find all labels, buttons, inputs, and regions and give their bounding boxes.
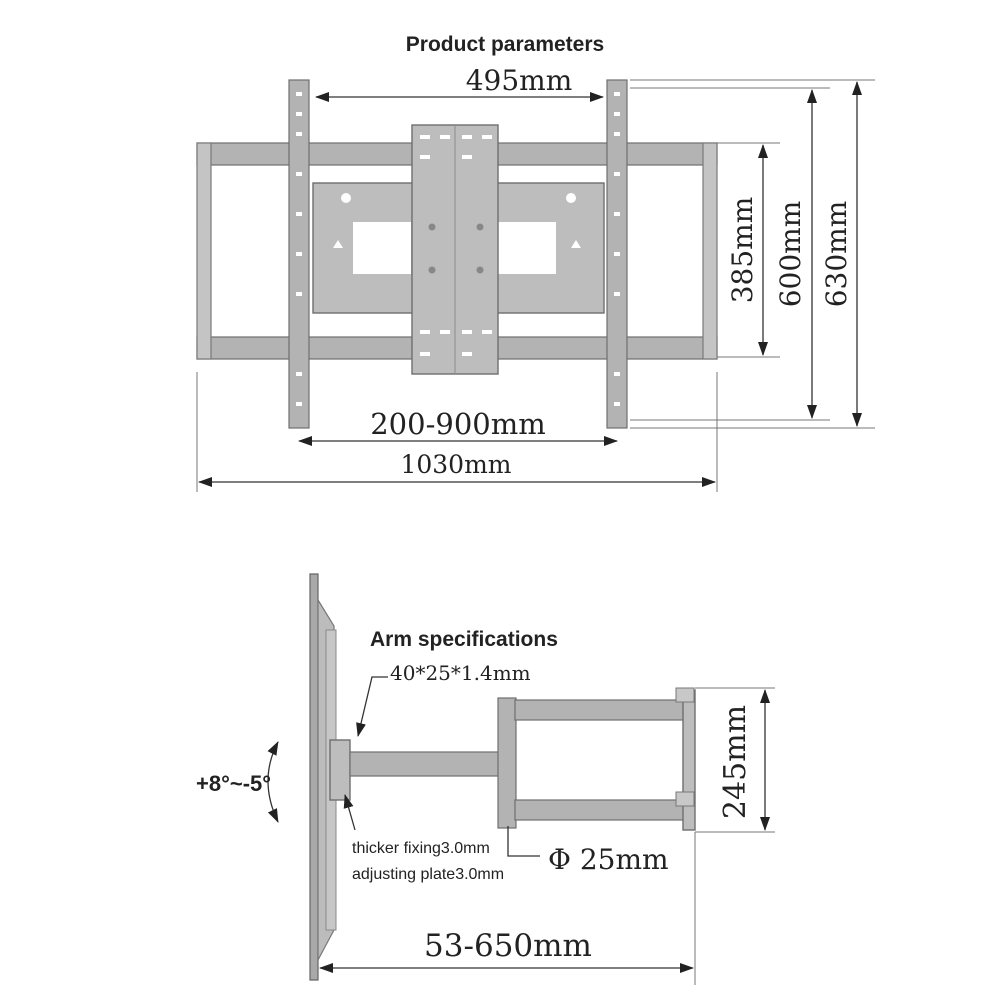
dim-label-plate-height: 385mm (726, 197, 759, 304)
top-view: Product parameters (196, 33, 875, 492)
dim-label-arm-height: 245mm (718, 705, 753, 819)
keyhole-left (341, 193, 351, 203)
tv-bracket (329, 739, 351, 801)
main-arm (349, 751, 501, 777)
arm-tube-spec: 40*25*1.4mm (390, 661, 531, 685)
arrow-up-icon-right (571, 240, 581, 248)
keyhole-right (566, 193, 576, 203)
wall-plate-cutout-left (353, 222, 411, 274)
tv-panel-profile (309, 573, 319, 981)
dim-label-rail-span: 200-900mm (370, 407, 546, 441)
dim-label-top-width: 495mm (466, 64, 573, 97)
side-view-title: Arm specifications (370, 628, 558, 651)
arrow-up-icon (333, 240, 343, 248)
plate-note-line2: adjusting plate3.0mm (352, 866, 504, 883)
upper-second-arm (514, 699, 688, 721)
tilt-arrow (267, 741, 279, 823)
wall-plate-side (682, 689, 696, 831)
dim-label-overall-width: 1030mm (400, 450, 511, 479)
dim-label-inner-height: 600mm (774, 201, 807, 308)
dim-label-overall-height: 630mm (820, 201, 853, 308)
arm-link (497, 697, 517, 829)
dim-label-extension: 53-650mm (424, 928, 592, 964)
top-view-title: Product parameters (406, 33, 604, 56)
tilt-range: +8°~-5° (196, 771, 271, 796)
right-frame-post (702, 142, 718, 360)
lower-second-arm (514, 799, 688, 821)
plate-note-line1: thicker fixing3.0mm (352, 840, 490, 857)
left-frame-post (196, 142, 212, 360)
tube-diameter: Φ 25mm (548, 843, 669, 876)
wall-plate-cutout-right (498, 222, 556, 274)
side-view: Arm specifications 40*25*1.4mm +8°~-5° t… (196, 573, 775, 985)
